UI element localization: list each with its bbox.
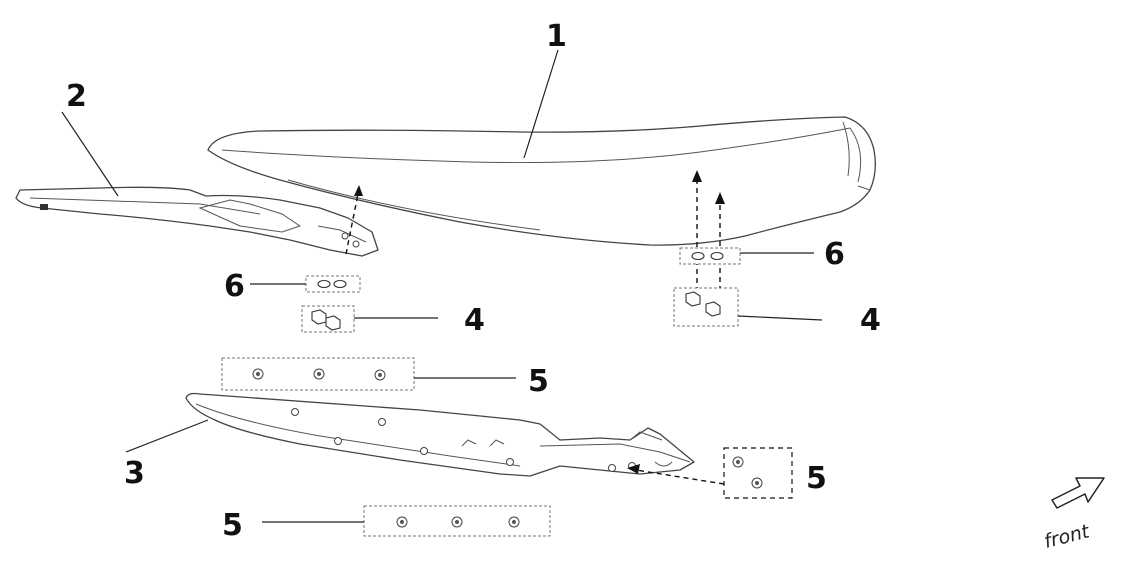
callout-6-right: 6: [824, 237, 845, 272]
front-direction-indicator: front: [1042, 477, 1105, 553]
frame-rail-part: [185, 392, 695, 477]
leader-3: [125, 419, 209, 453]
washer-group-right: [679, 247, 814, 265]
callout-2: 2: [66, 79, 87, 114]
front-label: front: [1042, 520, 1093, 553]
callout-4-left: 4: [464, 303, 485, 338]
callout-5-side: 5: [806, 461, 827, 496]
callout-5-bottom: 5: [222, 508, 243, 543]
bolt-group-bottom: [262, 505, 551, 537]
nut-group-left: [301, 305, 438, 333]
callout-6-left: 6: [224, 269, 245, 304]
bolt-group-side: [723, 447, 793, 499]
rear-bracket-part: [15, 186, 379, 257]
callout-3: 3: [124, 456, 145, 491]
callout-4-right: 4: [860, 303, 881, 338]
leader-1: [523, 49, 559, 159]
bolt-group-top: [221, 357, 516, 391]
callout-1: 1: [546, 19, 567, 54]
leader-2: [61, 111, 119, 197]
callout-5-top: 5: [528, 364, 549, 399]
assembly-arrows: [345, 170, 725, 485]
seat-part: [207, 116, 876, 246]
washer-group-left: [250, 275, 361, 293]
arrow-outline-icon: [1051, 477, 1105, 509]
nut-group-right: [673, 287, 823, 327]
